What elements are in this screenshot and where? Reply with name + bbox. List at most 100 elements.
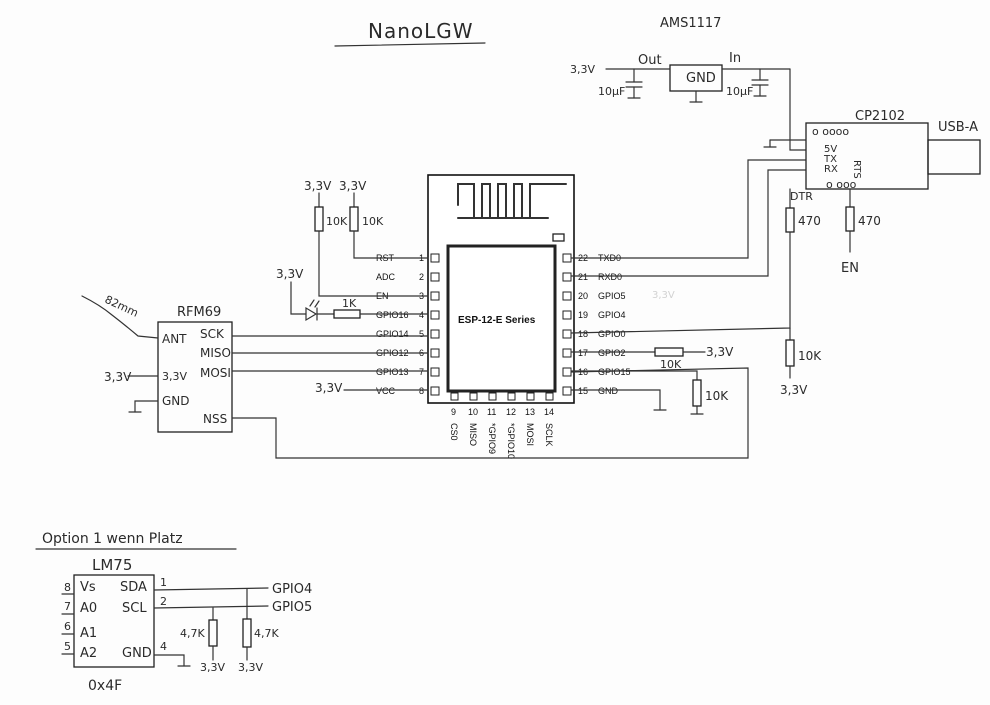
esp-led [552, 233, 565, 242]
esp-pad-21 [562, 272, 572, 282]
gpio15-pulldown-value: 10K [705, 389, 729, 403]
usb-5v-wire [789, 68, 807, 151]
esp-pad-17 [562, 348, 572, 358]
gpio0-pullup-value: 10K [798, 349, 822, 363]
r-right-value: 10K [362, 215, 384, 228]
esp-pin-9-num: 9 [451, 407, 456, 417]
esp-pin-gpio0-label: GPIO0 [598, 329, 626, 339]
cp-pin-tx: TX [823, 154, 837, 165]
esp-pin-12-num: 12 [506, 407, 516, 417]
esp-pin-10-num: 10 [468, 407, 478, 417]
lm75-chip [73, 574, 155, 668]
esp-pin-5-num: 5 [419, 329, 424, 339]
lm75-pin-2-num: 2 [160, 595, 167, 608]
rfm-supply-voltage: 3,3V [104, 370, 132, 384]
esp-pin-gpio5-label: GPIO5 [598, 291, 626, 301]
rst-pullup-voltage: 3,3V [304, 179, 332, 193]
r-sda-pullup [242, 618, 252, 648]
cap-out-value: 10µF [598, 85, 625, 98]
rfm69-module [157, 321, 233, 433]
gpio15-pulldown-resistor [692, 379, 702, 407]
esp-series-label: ESP-12-E Series [458, 315, 536, 326]
esp-pin-gpio16-label: GPIO16 [376, 310, 409, 320]
lm75-pin-5-num: 5 [64, 640, 71, 653]
esp-pin-8-num: 8 [419, 386, 424, 396]
gpio0-pullup-voltage: 3,3V [780, 383, 808, 397]
sda-gpio-label: GPIO4 [272, 582, 312, 597]
led-diode [305, 306, 318, 322]
led-supply-voltage: 3,3V [276, 267, 304, 281]
esp-pad-13 [526, 392, 535, 401]
esp-pad-2 [430, 272, 440, 282]
lm75-pin-sda: SDA [120, 580, 147, 595]
rst-wire [353, 230, 429, 259]
led-light-arrow-b [314, 300, 320, 308]
lm75-gnd-wire [153, 654, 185, 667]
scl-gpio-label: GPIO5 [272, 600, 312, 615]
usb-a-connector [927, 139, 981, 175]
lm75-pin-scl: SCL [122, 601, 147, 616]
esp-pad-12 [507, 392, 516, 401]
cap-in-value: 10µF [726, 85, 753, 98]
gpio2-pullup-value: 10K [660, 358, 682, 371]
lm75-pin-1-num: 1 [160, 576, 167, 589]
esp-pad-6 [430, 348, 440, 358]
esp12e-module [427, 174, 575, 404]
dtr-resistor [785, 207, 795, 233]
rts-resistor [845, 206, 855, 232]
esp-pin-2-num: 2 [419, 272, 424, 282]
esp-pin-20-num: 20 [578, 291, 588, 301]
r-scl-voltage: 3,3V [200, 661, 225, 674]
cp-dtr-label: DTR [790, 190, 813, 203]
lm75-label: LM75 [92, 556, 132, 574]
esp-pin-miso-label: MISO [468, 423, 478, 446]
cp-pin-rx: RX [824, 164, 838, 175]
cp-pin-rts: RTS [851, 160, 862, 179]
ams1117-label: AMS1117 [660, 16, 721, 31]
esp-pin-mosi-label: MOSI [525, 423, 535, 446]
rts-en-label: EN [841, 261, 859, 276]
r-left-value: 10K [326, 215, 348, 228]
esp-pad-8 [430, 386, 440, 396]
rfm69-label: RFM69 [177, 305, 221, 320]
sda-wire [153, 587, 269, 591]
ams1117-out-label: Out [638, 53, 662, 68]
esp-pad-22 [562, 253, 572, 263]
esp-pad-20 [562, 291, 572, 301]
en-pullup-voltage: 3,3V [339, 179, 367, 193]
esp-pad-19 [562, 310, 572, 320]
usb-label: USB-A [938, 120, 978, 135]
esp-pad-5 [430, 329, 440, 339]
esp12e-shield [446, 244, 557, 393]
rfm-nss-pin: NSS [203, 412, 227, 426]
esp-pad-18 [562, 329, 572, 339]
r-1k [333, 309, 361, 319]
esp-pin-7-num: 7 [419, 367, 424, 377]
r-sda-voltage: 3,3V [238, 661, 263, 674]
option-title: Option 1 wenn Platz [42, 531, 183, 547]
esp-pin-cs0-label: CS0 [449, 423, 459, 441]
lm75-pin-gnd: GND [122, 646, 152, 661]
esp-pad-14 [545, 392, 554, 401]
gpio15-wire [570, 370, 698, 381]
reg-out-voltage: 3,3V [570, 63, 595, 76]
nss-wire [231, 367, 749, 459]
rfm-mosi-pin: MOSI [200, 366, 231, 380]
rxd0-wire [570, 169, 807, 277]
lm75-address: 0x4F [88, 678, 122, 694]
antenna-wire [81, 295, 159, 339]
rfm-gnd-pin: GND [162, 394, 190, 408]
scl-wire [153, 605, 269, 609]
cp-pin-5v: 5V [824, 144, 837, 155]
txd0-wire [570, 159, 807, 259]
esp-pin-gpio4-label: GPIO4 [598, 310, 626, 320]
dtr-resistor-value: 470 [798, 214, 821, 228]
esp-pin-gpio2-label: GPIO2 [598, 348, 626, 358]
esp-pad-1 [430, 253, 440, 263]
faint-voltage-note: 3,3V [652, 290, 675, 301]
led-supply-wire [290, 281, 307, 315]
esp-pin-adc-label: ADC [376, 272, 396, 282]
esp-bottom-pins: 9 CS0 10 MISO 11 *GPIO9 12 *GPIO10 13 MO… [449, 392, 554, 459]
gpio2-pullup-voltage: 3,3V [706, 345, 734, 359]
esp-pad-7 [430, 367, 440, 377]
